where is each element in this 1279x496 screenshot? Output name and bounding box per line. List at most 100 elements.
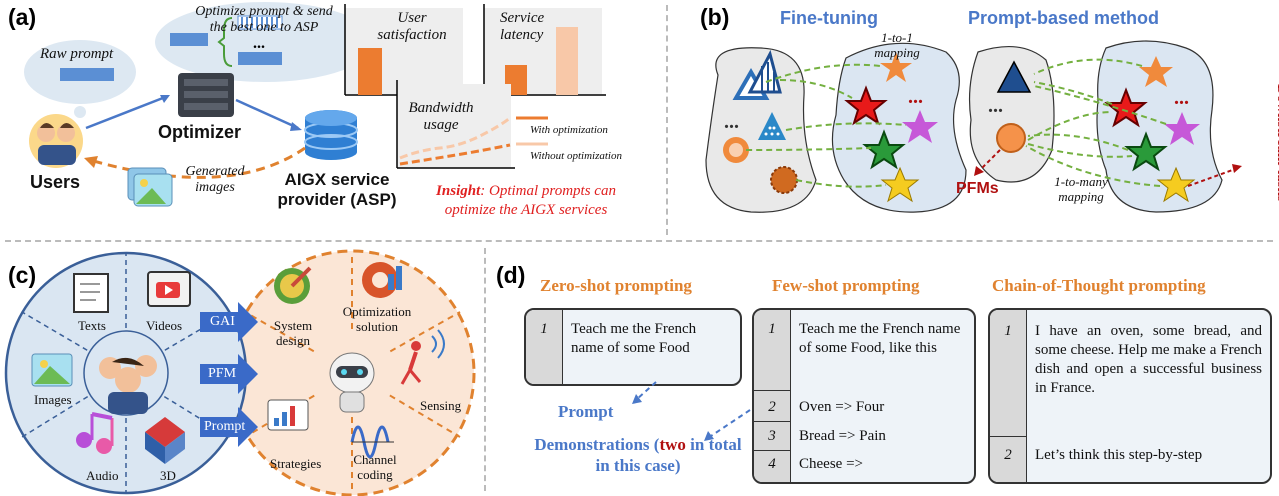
few-row-2-text: Oven => Four (799, 399, 885, 415)
asp-label: AIGX service provider (ASP) (277, 170, 397, 209)
chart1-label: User satisfaction (377, 10, 447, 43)
panel-b-graphics: ... ... ... ... (705, 40, 1242, 213)
optimization-icon (362, 262, 402, 298)
few-sep-2 (754, 421, 790, 422)
one-to-many-label: 1-to-many mapping (1054, 174, 1108, 204)
label-sensing: Sensing (420, 398, 462, 413)
cot-row-2-num: 2 (1004, 447, 1012, 463)
chart-bandwidth-usage (396, 80, 515, 169)
label-optimization-solution: Optimization solution (342, 304, 412, 334)
few-row-3-text: Bread => Pain (799, 428, 886, 444)
panel-c-graphics (4, 249, 476, 496)
cot-row-1-num: 1 (1004, 323, 1012, 339)
label-strategies: Strategies (270, 456, 322, 471)
image-icon (127, 167, 173, 207)
zero-shot-box: 1 Teach me the French name of some Food (524, 308, 742, 386)
cot-sep-1 (990, 436, 1026, 437)
images-icon (31, 353, 73, 387)
optimize-bubble (155, 2, 375, 82)
insight-bold: Insight (436, 183, 481, 199)
zero-shot-title: Zero-shot prompting (540, 276, 692, 295)
label-texts: Texts (78, 318, 106, 333)
prompt-label: Prompt (558, 402, 614, 421)
svg-text:...: ... (253, 35, 265, 52)
chart-service-latency (483, 4, 606, 96)
generated-images-label: Generated images (185, 164, 245, 195)
channel-coding-icon (350, 425, 394, 459)
demo-post: in total in this case) (595, 435, 742, 475)
robot-icon (329, 352, 375, 413)
divider-top (666, 5, 668, 235)
label-channel-coding: Channel coding (353, 452, 397, 482)
label-images: Images (34, 392, 72, 407)
zero-gutter (526, 310, 563, 384)
label-audio: Audio (86, 468, 119, 483)
one-to-one-label: 1-to-1 mapping (874, 30, 920, 60)
few-row-4-num: 4 (768, 456, 776, 472)
downstream-label: Downstream tasks (1274, 84, 1279, 202)
chart-user-satisfaction (344, 4, 468, 96)
few-row-2-num: 2 (768, 399, 776, 415)
cot-box: 1 I have an oven, some bread, and some c… (988, 308, 1272, 484)
gai-arrow (200, 302, 258, 342)
demo-pre: Demonstrations ( (534, 435, 660, 454)
few-shot-title: Few-shot prompting (772, 276, 920, 295)
demonstrations-label: Demonstrations (two in total in this cas… (528, 434, 748, 476)
prompt-arrow (200, 407, 258, 447)
insight-rest: : Optimal prompts can optimize the AIGX … (444, 183, 616, 218)
divider-bottom (484, 248, 486, 491)
strategies-icon (267, 399, 309, 431)
server-icon (178, 73, 234, 117)
label-prompt: Prompt (204, 419, 246, 434)
demo-two: two (659, 435, 686, 454)
label-3d: 3D (160, 468, 176, 483)
prompt-method-title: Prompt-based method (968, 8, 1160, 28)
svg-text:...: ... (724, 111, 739, 133)
svg-text:...: ... (988, 95, 1003, 117)
insight-text: Insight: Optimal prompts can optimize th… (426, 182, 626, 220)
optimize-note: Optimize prompt & send the best one to A… (195, 4, 333, 35)
optimizer-label: Optimizer (158, 122, 242, 142)
finetuning-title: Fine-tuning (780, 8, 878, 28)
pfms-label: PFMs (956, 180, 999, 197)
svg-text:...: ... (1174, 87, 1189, 109)
panel-d-arrows (632, 381, 751, 441)
label-gai: GAI (210, 314, 235, 329)
few-row-4-text: Cheese => (799, 456, 863, 472)
few-shot-box: 1 Teach me the French name of some Food,… (752, 308, 976, 484)
few-row-3-num: 3 (768, 428, 776, 444)
cot-row-1-text: I have an oven, some bread, and some che… (1035, 323, 1262, 396)
divider-middle (5, 240, 1273, 242)
label-system-design: System design (273, 318, 313, 348)
few-sep-1 (754, 390, 790, 391)
raw-prompt-label: Raw prompt (40, 46, 114, 62)
zero-row-1-text: Teach me the French name of some Food (571, 321, 697, 356)
legend-without: Without optimization (530, 150, 622, 162)
users-icon (29, 114, 83, 168)
cot-row-2-text: Let’s think this step-by-step (1035, 447, 1203, 463)
few-sep-3 (754, 450, 790, 451)
zero-row-1-num: 1 (540, 321, 548, 337)
few-row-1-num: 1 (768, 321, 776, 337)
svg-text:...: ... (908, 86, 923, 108)
system-design-icon (274, 266, 312, 304)
raw-prompt-bar (60, 68, 114, 81)
3d-icon (145, 417, 185, 464)
legend-with: With optimization (530, 124, 608, 136)
cot-title: Chain-of-Thought prompting (992, 276, 1206, 295)
label-videos: Videos (146, 318, 183, 333)
texts-icon (73, 273, 109, 313)
database-icon (304, 110, 358, 160)
panel-label-c: (c) (8, 262, 37, 288)
panel-label-d: (d) (496, 262, 526, 288)
chart2-label: Service latency (500, 10, 545, 43)
label-pfm: PFM (208, 366, 237, 381)
chart3-label: Bandwidth usage (408, 100, 474, 133)
sensing-icon (400, 329, 445, 385)
videos-icon (147, 271, 191, 307)
users-center-icon (99, 355, 157, 414)
panel-label-a: (a) (8, 4, 37, 30)
few-row-1-text: Teach me the French name of some Food, l… (799, 321, 961, 356)
cot-gutter (990, 310, 1027, 482)
panel-label-b: (b) (700, 4, 730, 30)
